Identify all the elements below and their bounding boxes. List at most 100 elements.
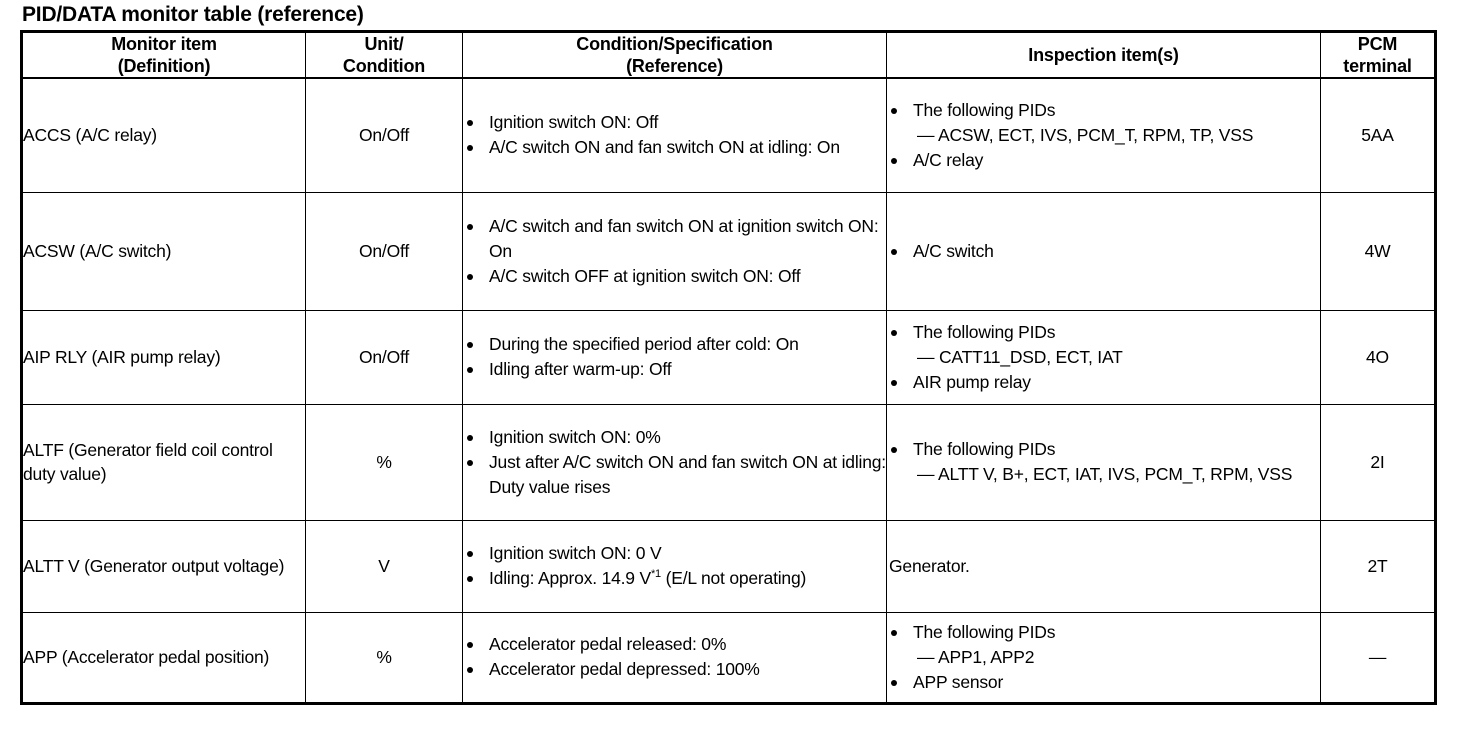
cell-condition-specification: Ignition switch ON: 0% Just after A/C swi… [462,403,887,521]
list-item-text: Idling: Approx. 14.9 V [489,568,651,588]
list-item-text: Ignition switch ON: 0 V [489,543,662,563]
inspection-list: The following PIDs — ACSW, ECT, IVS, PCM_… [887,98,1320,173]
condition-list: During the specified period after cold: … [463,332,886,382]
cell-condition-specification: During the specified period after cold: … [462,309,887,405]
column-header-pcm-terminal: PCM terminal [1320,32,1435,79]
table-row: ACSW (A/C switch)On/Off A/C switch and fa… [22,191,1435,311]
column-header-condition-specification: Condition/Specification (Reference) [462,32,887,79]
cell-pcm-terminal: 4O [1320,309,1435,405]
cell-condition-specification: Accelerator pedal released: 0% Accelerato… [462,611,887,703]
cell-unit-condition: On/Off [305,77,463,193]
column-header-pcm-line2: terminal [1343,56,1412,76]
column-header-monitor-item-line2: (Definition) [117,56,211,76]
inspection-list: A/C switch [887,239,1320,264]
list-item-subentry: — ACSW, ECT, IVS, PCM_T, RPM, TP, VSS [917,124,1254,145]
list-item: A/C switch OFF at ignition switch ON: Of… [463,264,886,289]
column-header-monitor-item-line1: Monitor item [111,34,217,54]
table-row: AIP RLY (AIR pump relay)On/Off During the… [22,309,1435,405]
list-item: Idling: Approx. 14.9 V*1 (E/L not operat… [463,566,886,591]
cell-pcm-terminal: 2I [1320,403,1435,521]
cell-unit-condition: V [305,519,463,613]
cell-unit-condition: % [305,611,463,703]
condition-list: Ignition switch ON: 0 V Idling: Approx. 1… [463,541,886,591]
list-item-text: The following PIDs [913,621,1056,642]
list-item-text: The following PIDs [913,439,1056,459]
list-item: During the specified period after cold: … [463,332,886,357]
column-header-inspection-label: Inspection item(s) [1028,45,1179,65]
cell-inspection-items: The following PIDs— ALTT V, B+, ECT, IAT… [886,403,1321,521]
list-item-text-continued: (E/L not operating) [660,568,807,588]
column-header-unit-condition: Unit/ Condition [305,32,463,79]
cell-inspection-items: The following PIDs — CATT11_DSD, ECT, IAT… [886,309,1321,405]
list-item: Ignition switch ON: Off [463,110,886,135]
list-item: A/C relay [887,148,1320,173]
list-item-text: Ignition switch ON: Off [489,112,659,133]
table-row: ALTF (Generator field coil control duty … [22,403,1435,521]
cell-condition-specification: Ignition switch ON: 0 V Idling: Approx. 1… [462,519,887,613]
condition-list: A/C switch and fan switch ON at ignition… [463,214,886,289]
cell-pcm-terminal: 4W [1320,191,1435,311]
list-item: The following PIDs — ACSW, ECT, IVS, PCM_… [887,98,1320,148]
list-item-text: Just after A/C switch ON and fan switch … [489,451,886,497]
list-item: Accelerator pedal depressed: 100% [463,657,886,682]
list-item-text: The following PIDs [913,321,1056,342]
list-item-text: Idling after warm-up: Off [489,359,672,379]
list-item-subentry: — CATT11_DSD, ECT, IAT [917,346,1123,367]
column-header-unit-line2: Condition [342,56,426,76]
pid-data-monitor-table: Monitor item (Definition) Unit/ Conditio… [20,30,1437,705]
page-title: PID/DATA monitor table (reference) [22,3,364,26]
cell-unit-condition: % [305,403,463,521]
table-header: Monitor item (Definition) Unit/ Conditio… [22,32,1435,79]
list-item: The following PIDs — CATT11_DSD, ECT, IAT [887,320,1320,370]
column-header-condition-line2: (Reference) [626,56,723,76]
list-item: The following PIDs— ALTT V, B+, ECT, IAT… [887,437,1320,487]
list-item-text: Ignition switch ON: 0% [489,426,661,447]
list-item-subentry: — APP1, APP2 [917,646,1035,667]
list-item: APP sensor [887,670,1320,695]
list-item-text: A/C switch and fan switch ON at ignition… [489,215,879,261]
footnote-marker: *1 [650,568,661,581]
cell-monitor-item: ALTT V (Generator output voltage) [22,519,306,613]
cell-inspection-items: A/C switch [886,191,1321,311]
inspection-list: The following PIDs— ALTT V, B+, ECT, IAT… [887,437,1320,487]
cell-pcm-terminal: — [1320,611,1435,703]
cell-unit-condition: On/Off [305,309,463,405]
condition-list: Ignition switch ON: 0% Just after A/C swi… [463,425,886,500]
list-item-text: AIR pump relay [913,371,1031,392]
cell-monitor-item: ACSW (A/C switch) [22,191,306,311]
table-row: APP (Accelerator pedal position)%Acceler… [22,611,1435,703]
condition-list: Accelerator pedal released: 0% Accelerato… [463,632,886,682]
cell-monitor-item: ALTF (Generator field coil control duty … [22,403,306,521]
cell-pcm-terminal: 5AA [1320,77,1435,193]
list-item-text: During the specified period after cold: … [489,334,799,354]
column-header-monitor-item: Monitor item (Definition) [22,32,306,79]
list-item-text: A/C switch OFF at ignition switch ON: Of… [489,265,801,286]
list-item: Ignition switch ON: 0% [463,425,886,450]
cell-inspection-items: The following PIDs — ACSW, ECT, IVS, PCM_… [886,77,1321,193]
list-item: A/C switch and fan switch ON at ignition… [463,214,886,264]
list-item-text: APP sensor [913,671,1004,692]
list-item-text: Accelerator pedal released: 0% [489,634,727,654]
list-item: A/C switch [887,239,1320,264]
inspection-list: The following PIDs — CATT11_DSD, ECT, IAT… [887,320,1320,395]
inspection-plain-text: Generator. [889,555,970,576]
cell-monitor-item: APP (Accelerator pedal position) [22,611,306,703]
list-item-text: The following PIDs [913,99,1056,120]
list-item-text: A/C switch ON and fan switch ON at idlin… [489,137,840,158]
table-header-row: Monitor item (Definition) Unit/ Conditio… [22,32,1435,79]
cell-condition-specification: A/C switch and fan switch ON at ignition… [462,191,887,311]
list-item: The following PIDs — APP1, APP2 [887,620,1320,670]
cell-monitor-item: AIP RLY (AIR pump relay) [22,309,306,405]
cell-unit-condition: On/Off [305,191,463,311]
list-item-text: A/C relay [913,149,984,170]
column-header-unit-line1: Unit/ [364,34,404,54]
list-item: AIR pump relay [887,370,1320,395]
